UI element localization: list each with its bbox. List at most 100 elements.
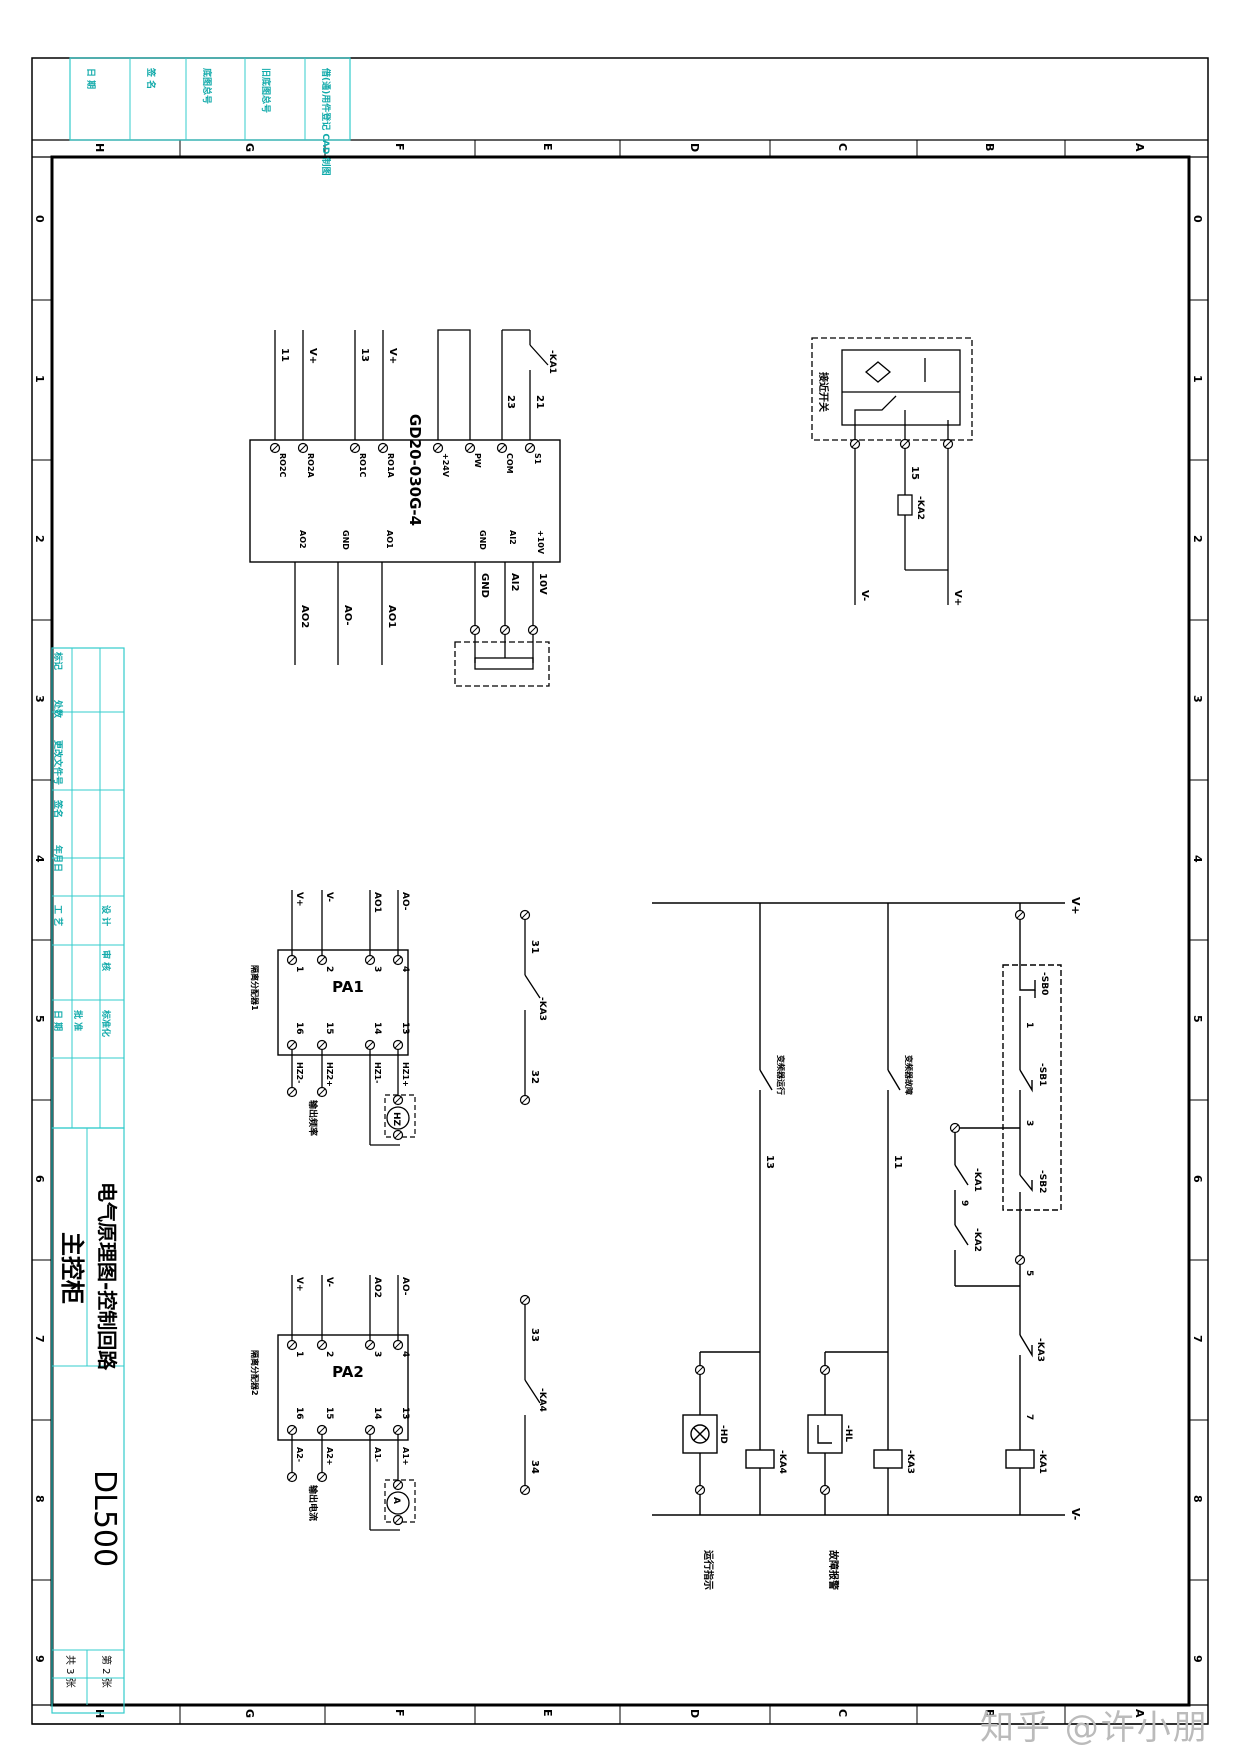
grid-col-top-D: D bbox=[688, 143, 701, 152]
pa1-wire-bot-3: HZ1+ bbox=[401, 1062, 410, 1087]
pa1-bl-3: 13 bbox=[400, 1022, 410, 1035]
pa1-meter-label: HZ bbox=[391, 1112, 401, 1127]
hd-label: -HD bbox=[718, 1425, 728, 1444]
isolator-pa2: 1V+16A2-2V-15A2+3AO214A1-4AO-13A1+A隔离分配器… bbox=[250, 1275, 416, 1531]
pa2-wire-top-2: AO2 bbox=[372, 1277, 382, 1298]
ka4-coil-label: -KA4 bbox=[777, 1450, 787, 1474]
tl-cell-1: 签 名 bbox=[145, 67, 157, 89]
pa2-bl-0: 16 bbox=[294, 1407, 304, 1420]
pa1-bl-0: 16 bbox=[294, 1022, 304, 1035]
fault-contact-label: 变频器故障 bbox=[904, 1055, 914, 1095]
pa1-tl-3: 4 bbox=[400, 966, 410, 972]
pa2-wire-top-1: V- bbox=[324, 1277, 334, 1287]
rev-cell-2: 更改文件号 bbox=[52, 740, 64, 785]
cabinet-name: 主控柜 bbox=[58, 1232, 86, 1304]
ka4-term-34: 34 bbox=[529, 1460, 540, 1474]
grid-col-bottom-B: B bbox=[983, 1709, 996, 1717]
ladder-circuit bbox=[652, 902, 1065, 1516]
pa2-tl-3: 4 bbox=[400, 1351, 410, 1357]
inv-label-bottom-2: AO1 bbox=[385, 530, 394, 549]
grid-col-bottom-G: G bbox=[243, 1709, 256, 1718]
watermark: 知乎 @许小朋 bbox=[980, 1708, 1209, 1748]
wire-ao2: AO2 bbox=[299, 605, 310, 628]
pa2-wire-bot-0: A2- bbox=[295, 1447, 304, 1462]
inv-label-bottom-3: GND bbox=[478, 530, 487, 550]
tl-cell-0: 日 期 bbox=[85, 68, 97, 89]
tl-cell-3: 旧底图总号 bbox=[260, 68, 272, 113]
pa1-name: PA1 bbox=[332, 978, 364, 996]
outer-border bbox=[31, 57, 1209, 1725]
grid-row-left-8: 8 bbox=[33, 1495, 46, 1503]
rail-v-plus: V+ bbox=[1069, 897, 1082, 915]
pa1-meter-icon bbox=[386, 1106, 410, 1130]
wire-ao-minus: AO- bbox=[342, 605, 353, 626]
ka3-coil-label: -KA3 bbox=[905, 1450, 915, 1474]
rev-cell-0: 标记 bbox=[52, 651, 64, 670]
fault-alarm-label: 故障报警 bbox=[827, 1550, 840, 1590]
pa2-wire-bot-3: A1+ bbox=[401, 1447, 410, 1465]
prox-terminal-15: 15 bbox=[909, 466, 920, 480]
prox-wire-v-minus: V- bbox=[859, 590, 870, 601]
grid-row-left-7: 7 bbox=[33, 1335, 46, 1343]
sb0-label: -SB0 bbox=[1039, 972, 1049, 995]
ka4-term-33: 33 bbox=[529, 1328, 540, 1342]
grid-col-bottom-D: D bbox=[688, 1709, 701, 1718]
wire-23: 23 bbox=[505, 395, 516, 409]
inv-label-bottom-1: GND bbox=[341, 530, 350, 550]
pa1-wire-top-2: AO1 bbox=[372, 892, 382, 913]
grid-col-top-F: F bbox=[393, 143, 406, 151]
grid-row-left-4: 4 bbox=[33, 855, 46, 863]
grid-col-bottom-A: A bbox=[1133, 1709, 1146, 1718]
inverter bbox=[249, 439, 561, 563]
appr-cell-0: 设 计 bbox=[100, 905, 112, 926]
grid-col-top-E: E bbox=[541, 143, 554, 151]
grid-row-right-9: 9 bbox=[1191, 1655, 1204, 1663]
rev-cell-4: 年月日 bbox=[52, 845, 64, 872]
grid-row-right-5: 5 bbox=[1191, 1015, 1204, 1023]
inverter-model: GD20-030G-4 bbox=[406, 414, 424, 526]
pa2-caption: 隔离分配器2 bbox=[250, 1350, 260, 1396]
ka1-contact-label: -KA1 bbox=[547, 350, 557, 374]
ka3-term-31: 31 bbox=[529, 940, 540, 954]
proximity-switch bbox=[811, 337, 973, 605]
pa2-bl-3: 13 bbox=[400, 1407, 410, 1420]
inv-label-RO1A: RO1A bbox=[386, 453, 395, 479]
grid-col-top-B: B bbox=[983, 143, 996, 151]
sheet-current: 第 2 张 bbox=[100, 1655, 113, 1688]
isolator-pa1: 1V+16HZ2-2V-15HZ2+3AO114HZ1-4AO-13HZ1+HZ… bbox=[250, 890, 416, 1146]
pa1-out-label: 输出频率 bbox=[307, 1100, 319, 1136]
appr-cell-3: 标准化 bbox=[100, 1009, 112, 1037]
grid-col-bottom-H: H bbox=[93, 1709, 106, 1718]
grid-row-left-1: 1 bbox=[33, 375, 46, 383]
inner-border bbox=[50, 155, 1191, 1707]
inv-label-bottom-4: AI2 bbox=[508, 530, 517, 545]
inv-label-bottom-5: +10V bbox=[536, 530, 545, 555]
pa1-wire-bot-2: HZ1- bbox=[373, 1062, 382, 1083]
wire-21: 21 bbox=[534, 395, 545, 409]
pa1-tl-2: 3 bbox=[372, 966, 382, 972]
grid-row-right-3: 3 bbox=[1191, 695, 1204, 703]
grid-row-right-1: 1 bbox=[1191, 375, 1204, 383]
grid-col-top-A: A bbox=[1133, 143, 1146, 152]
tl-cell-2: 底图总号 bbox=[201, 68, 213, 104]
pa2-box bbox=[277, 1334, 409, 1441]
prox-switch-label: 接近开关 bbox=[817, 372, 830, 412]
rev-cell-3: 签名 bbox=[52, 799, 64, 818]
pa1-bl-2: 14 bbox=[372, 1022, 382, 1035]
node-7: 7 bbox=[1024, 1414, 1034, 1420]
run-contact-label: 变频器运行 bbox=[776, 1055, 786, 1095]
pa2-bl-2: 14 bbox=[372, 1407, 382, 1420]
inv-label-PW: PW bbox=[473, 453, 482, 468]
pa2-out-label: 输出电流 bbox=[307, 1485, 319, 1521]
pa1-wire-top-0: V+ bbox=[294, 892, 304, 907]
wire-ai2: AI2 bbox=[509, 573, 520, 591]
pa1-caption: 隔离分配器1 bbox=[250, 965, 260, 1011]
prox-wire-v-plus: V+ bbox=[952, 590, 963, 606]
wire-13: 13 bbox=[359, 348, 370, 362]
grid-row-left-2: 2 bbox=[33, 535, 46, 543]
pa1-box bbox=[277, 949, 409, 1056]
sb2-label: -SB2 bbox=[1037, 1170, 1047, 1193]
grid-row-left-6: 6 bbox=[33, 1175, 46, 1183]
